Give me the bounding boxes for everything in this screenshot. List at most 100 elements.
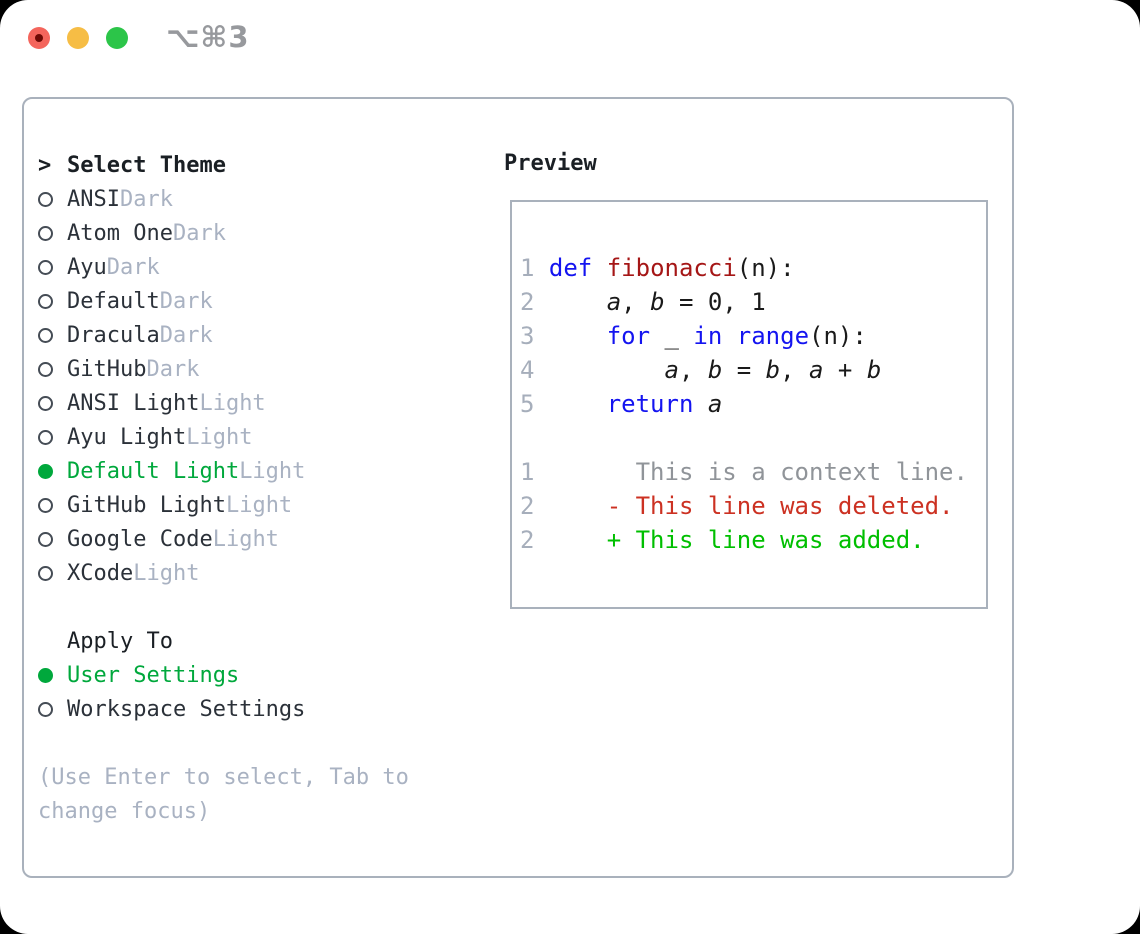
row-marker	[38, 191, 67, 207]
focus-marker-icon: >	[38, 152, 52, 178]
radio-icon	[38, 191, 53, 207]
apply-option-workspace-settings[interactable]: Workspace Settings	[38, 692, 488, 726]
code-segment-plain: ,	[621, 288, 651, 316]
code-segment-var: a	[809, 356, 824, 384]
row-marker	[38, 395, 67, 411]
code-segment-num: 2	[520, 492, 549, 520]
code-segment-plain: (n):	[736, 254, 795, 282]
hint-line-1: (Use Enter to select, Tab to	[38, 765, 409, 790]
title-bar: ⌥⌘3	[0, 0, 1140, 76]
code-segment-num: 1	[520, 254, 549, 282]
code-line-8: 2 - This line was deleted.	[520, 489, 986, 523]
code-segment-plain	[722, 322, 736, 350]
code-segment-plain: ,	[678, 356, 708, 384]
theme-option-github[interactable]: GitHub Dark	[38, 352, 488, 386]
code-segment-num: 1	[520, 458, 549, 486]
radio-icon	[38, 429, 53, 445]
theme-variant-tag: Dark	[159, 288, 213, 314]
theme-name: GitHub	[67, 356, 147, 382]
apply-option-label: User Settings	[67, 662, 240, 688]
row-marker	[38, 361, 67, 377]
radio-icon	[38, 225, 53, 241]
code-line-4: 4 a, b = b, a + b	[520, 353, 986, 387]
row-marker	[38, 429, 67, 445]
row-marker	[38, 225, 67, 241]
theme-name: Default Light	[67, 458, 240, 484]
hint-line-2: change focus)	[38, 799, 211, 824]
row-marker	[38, 531, 67, 547]
code-line-1: 1 def fibonacci(n):	[520, 251, 986, 285]
apply-to-header: Apply To	[38, 624, 488, 658]
code-segment-plain: +	[823, 356, 867, 384]
radio-selected-icon	[38, 667, 53, 683]
theme-option-ayu-light[interactable]: Ayu Light Light	[38, 420, 488, 454]
theme-option-github-light[interactable]: GitHub Light Light	[38, 488, 488, 522]
code-line-2: 2 a, b = 0, 1	[520, 285, 986, 319]
code-segment-ctx: This is a context line.	[635, 458, 968, 486]
code-segment-kw: range	[736, 322, 810, 350]
code-segment-var: b	[707, 356, 723, 384]
theme-variant-tag: Light	[199, 390, 266, 416]
radio-icon	[38, 327, 53, 343]
radio-icon	[38, 497, 53, 513]
code-segment-plain: (n):	[809, 322, 867, 350]
close-button[interactable]	[28, 27, 50, 49]
code-segment-plain: =	[722, 356, 766, 384]
minimize-button[interactable]	[67, 27, 89, 49]
code-segment-plain	[549, 356, 665, 384]
theme-option-ansi[interactable]: ANSI Dark	[38, 182, 488, 216]
theme-variant-tag: Dark	[172, 220, 226, 246]
theme-name: ANSI	[67, 186, 120, 212]
radio-icon	[38, 565, 53, 581]
theme-list-header: >Select Theme	[38, 148, 488, 182]
theme-name: Atom One	[67, 220, 173, 246]
code-segment-plain	[549, 390, 607, 418]
code-segment-var: b	[765, 356, 781, 384]
radio-icon	[38, 293, 53, 309]
theme-option-atom-one[interactable]: Atom One Dark	[38, 216, 488, 250]
code-line-5: 5 return a	[520, 387, 986, 421]
code-segment-num: 4	[520, 356, 549, 384]
code-segment-var: b	[866, 356, 882, 384]
code-line-7: 1 This is a context line.	[520, 455, 986, 489]
theme-variant-tag: Dark	[146, 356, 200, 382]
code-segment-plain: = 0, 1	[664, 288, 766, 316]
theme-option-ansi-light[interactable]: ANSI Light Light	[38, 386, 488, 420]
traffic-lights	[28, 27, 128, 49]
theme-option-google-code[interactable]: Google Code Light	[38, 522, 488, 556]
code-segment-del: - This line was deleted.	[606, 492, 954, 520]
theme-variant-tag: Dark	[119, 186, 173, 212]
theme-variant-tag: Light	[239, 458, 306, 484]
row-marker	[38, 293, 67, 309]
radio-icon	[38, 701, 53, 717]
code-segment-num: 3	[520, 322, 549, 350]
apply-option-user-settings[interactable]: User Settings	[38, 658, 488, 692]
radio-selected-icon	[38, 463, 53, 479]
zoom-button[interactable]	[106, 27, 128, 49]
theme-option-dracula[interactable]: Dracula Dark	[38, 318, 488, 352]
theme-variant-tag: Light	[186, 424, 253, 450]
radio-icon	[38, 395, 53, 411]
radio-icon	[38, 259, 53, 275]
row-marker	[38, 463, 67, 479]
row-marker	[38, 565, 67, 581]
theme-option-ayu[interactable]: Ayu Dark	[38, 250, 488, 284]
radio-icon	[38, 361, 53, 377]
theme-name: Google Code	[67, 526, 213, 552]
code-segment-plain	[549, 458, 636, 486]
theme-variant-tag: Light	[225, 492, 293, 518]
code-segment-plain	[549, 322, 607, 350]
code-line-9: 2 + This line was added.	[520, 523, 986, 557]
theme-name: XCode	[67, 560, 134, 586]
theme-option-xcode[interactable]: XCode Light	[38, 556, 488, 590]
theme-variant-tag: Dark	[159, 322, 213, 348]
theme-name: Dracula	[67, 322, 160, 348]
theme-option-default[interactable]: Default Dark	[38, 284, 488, 318]
code-segment-plain: ,	[780, 356, 810, 384]
theme-option-default-light[interactable]: Default Light Light	[38, 454, 488, 488]
code-segment-kw: for	[606, 322, 651, 350]
code-line-6	[520, 421, 986, 455]
